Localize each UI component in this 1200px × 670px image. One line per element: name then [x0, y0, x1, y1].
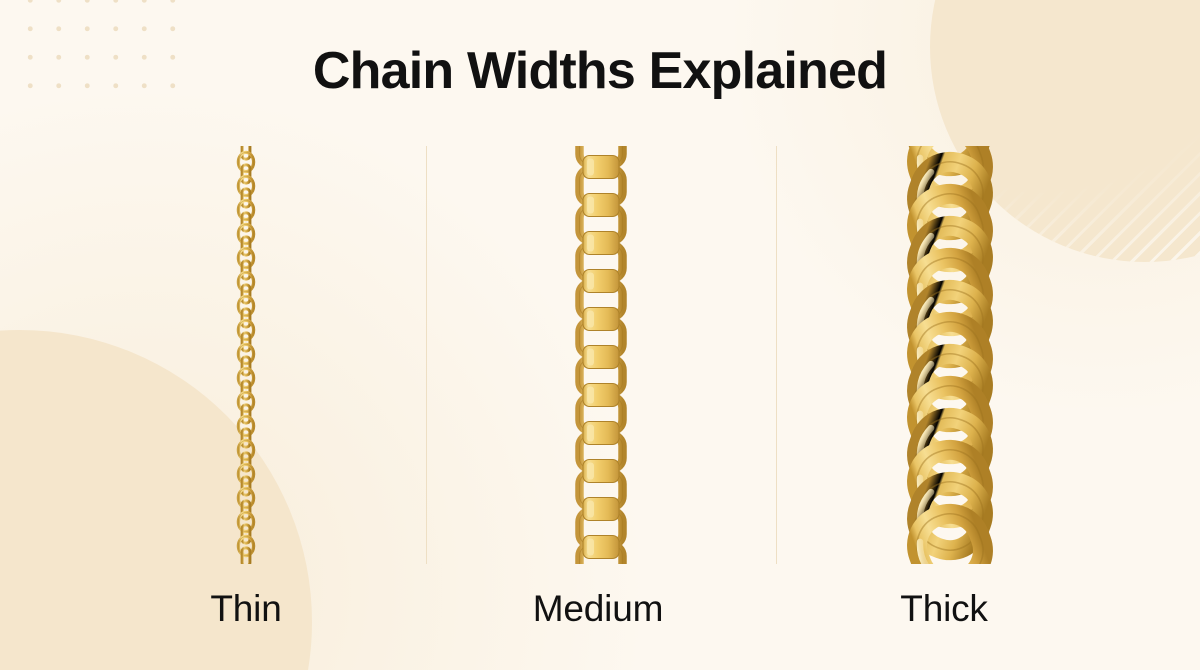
column-divider-2: [776, 146, 777, 564]
chain-illustration-thin: [228, 146, 264, 564]
column-thin: [140, 146, 426, 564]
caption-medium: Medium: [532, 588, 664, 629]
column-divider-1: [426, 146, 427, 564]
column-medium: [427, 146, 776, 564]
page-title: Chain Widths Explained: [312, 42, 888, 100]
column-thick: [777, 146, 1117, 564]
thick-chain-links: [908, 146, 991, 564]
caption-thick: Thick: [900, 588, 988, 629]
caption-thin: Thin: [210, 588, 282, 629]
chain-illustration-medium: [573, 146, 629, 564]
thin-chain-links: [236, 146, 256, 564]
chain-illustration-thick: [880, 146, 1020, 564]
medium-chain-links: [580, 146, 623, 564]
